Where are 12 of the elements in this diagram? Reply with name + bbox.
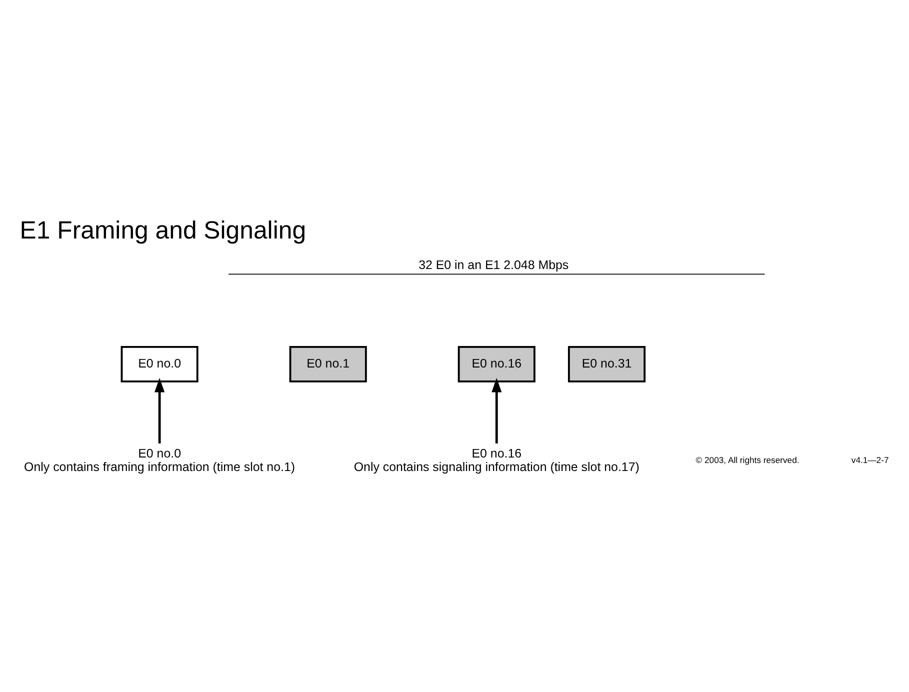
arrow (492, 377, 502, 443)
node-box: E0 no.1 (289, 346, 367, 382)
label: © 2003, All rights reserved. (696, 454, 800, 465)
diagram-title: E1 Framing and Signaling (20, 216, 306, 244)
node-box: E0 no.16 (458, 346, 536, 382)
node-box: E0 no.31 (568, 346, 646, 382)
label: 32 E0 in an E1 2.048 Mbps (418, 257, 569, 272)
node-text: E0 no.0 Only contains framing information (time slot no.1) (24, 446, 296, 474)
label: v4.1—2-7 (851, 454, 889, 465)
node-box: E0 no.0 (120, 346, 198, 382)
arrow (154, 377, 165, 443)
node-text: E0 no.16 Only contains signaling information (time slot no.17) (354, 446, 640, 474)
